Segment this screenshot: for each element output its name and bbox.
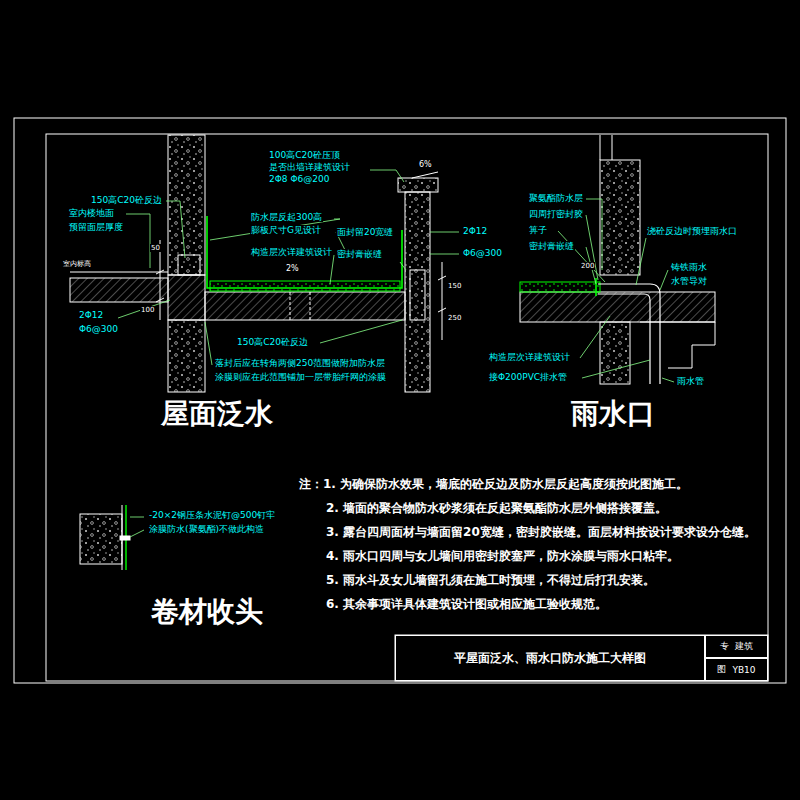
dimension: 250 <box>447 314 462 322</box>
note-callout: 涂膜防水(聚氨酯)不做此构造 <box>148 524 265 534</box>
note-callout: 100高C20砼压顶 <box>268 150 341 160</box>
cell-text: 平屋面泛水、雨水口防水施工大样图 <box>454 650 646 667</box>
general-note: 5. 雨水斗及女儿墙留孔须在施工时预埋，不得过后打孔安装。 <box>325 574 656 588</box>
note-callout: 落封后应在转角两侧250范围做附加防水层 <box>214 358 386 368</box>
cell-text: 图 <box>717 663 726 676</box>
rebar-callout: 2Φ12 <box>78 310 104 320</box>
note-callout: 箅子 <box>528 225 548 235</box>
general-note: 6. 其余事项详具体建筑设计图或相应施工验收规范。 <box>325 598 608 612</box>
note-callout: 膨板尺寸G见设计 <box>250 225 322 235</box>
title-cell: 平屋面泛水、雨水口防水施工大样图 <box>395 635 705 681</box>
note-callout: 150高C20砼反边 <box>236 337 309 347</box>
rebar-callout: Φ6@300 <box>462 248 503 258</box>
general-note: 2. 墙面的聚合物防水砂浆须在反起聚氨酯防水层外侧搭接覆盖。 <box>325 502 668 516</box>
note-callout: 四周打密封胶 <box>528 209 584 219</box>
note-callout: 雨水管 <box>676 376 705 386</box>
note-callout: -20×2钢压条水泥钉@500钉牢 <box>148 510 276 520</box>
note-callout: 密封膏嵌缝 <box>336 249 383 259</box>
note-callout: 预留面层厚度 <box>68 222 124 232</box>
cell-text: 专 <box>720 640 729 653</box>
rebar-callout: 2Φ12 <box>462 226 488 236</box>
dimension: 200 <box>580 262 595 270</box>
note-callout: 构造层次详建筑设计 <box>250 247 333 257</box>
general-note: 3. 露台四周面材与墙面留20宽缝，密封胶嵌缝。面层材料按设计要求设分仓缝。 <box>325 526 757 540</box>
detail-title: 雨水口 <box>570 398 656 430</box>
note-callout: 面封留20宽缝 <box>336 227 394 237</box>
note-callout: 构造层次详建筑设计 <box>488 352 571 362</box>
note-callout: 浇砼反边时预埋雨水口 <box>646 226 738 236</box>
note-callout: 防水层反起300高 <box>250 212 323 222</box>
dimension: 150 <box>447 282 462 290</box>
slope-label: 6% <box>418 160 433 169</box>
dimension: 100 <box>140 306 155 314</box>
general-note: 4. 雨水口四周与女儿墙间用密封胶塞严，防水涂膜与雨水口粘牢。 <box>325 550 680 564</box>
note-callout: 接Φ200PVC排水管 <box>488 372 568 382</box>
sheet-number-cell: 图 YB10 <box>705 658 768 681</box>
rebar-callout: Φ6@300 <box>78 324 119 334</box>
level-label: 室内标高 <box>62 260 92 268</box>
dimension: 50 <box>150 244 161 252</box>
note-callout: 密封膏嵌缝 <box>528 241 575 251</box>
note-callout: 水管导对 <box>670 276 708 286</box>
rebar-callout: 2Φ8 Φ6@200 <box>268 174 330 184</box>
discipline-cell: 专建筑 <box>705 635 768 658</box>
note-callout: 聚氨酯防水层 <box>528 193 584 203</box>
note-callout: 150高C20砼反边 <box>90 195 163 205</box>
note-callout: 涂膜则应在此范围铺加一层带胎纤网的涂膜 <box>214 372 387 382</box>
cell-text: YB10 <box>732 665 755 675</box>
note-callout: 铸铁雨水 <box>670 262 708 272</box>
note-callout: 是否出墙详建筑设计 <box>268 162 351 172</box>
detail-title: 卷材收头 <box>150 596 264 628</box>
general-note: 注：1. 为确保防水效果，墙底的砼反边及防水层反起高度须按此图施工。 <box>298 478 689 492</box>
detail-title: 屋面泛水 <box>160 398 274 430</box>
cell-text: 建筑 <box>735 640 753 653</box>
note-callout: 室内楼地面 <box>68 208 115 218</box>
slope-label: 2% <box>285 264 300 273</box>
